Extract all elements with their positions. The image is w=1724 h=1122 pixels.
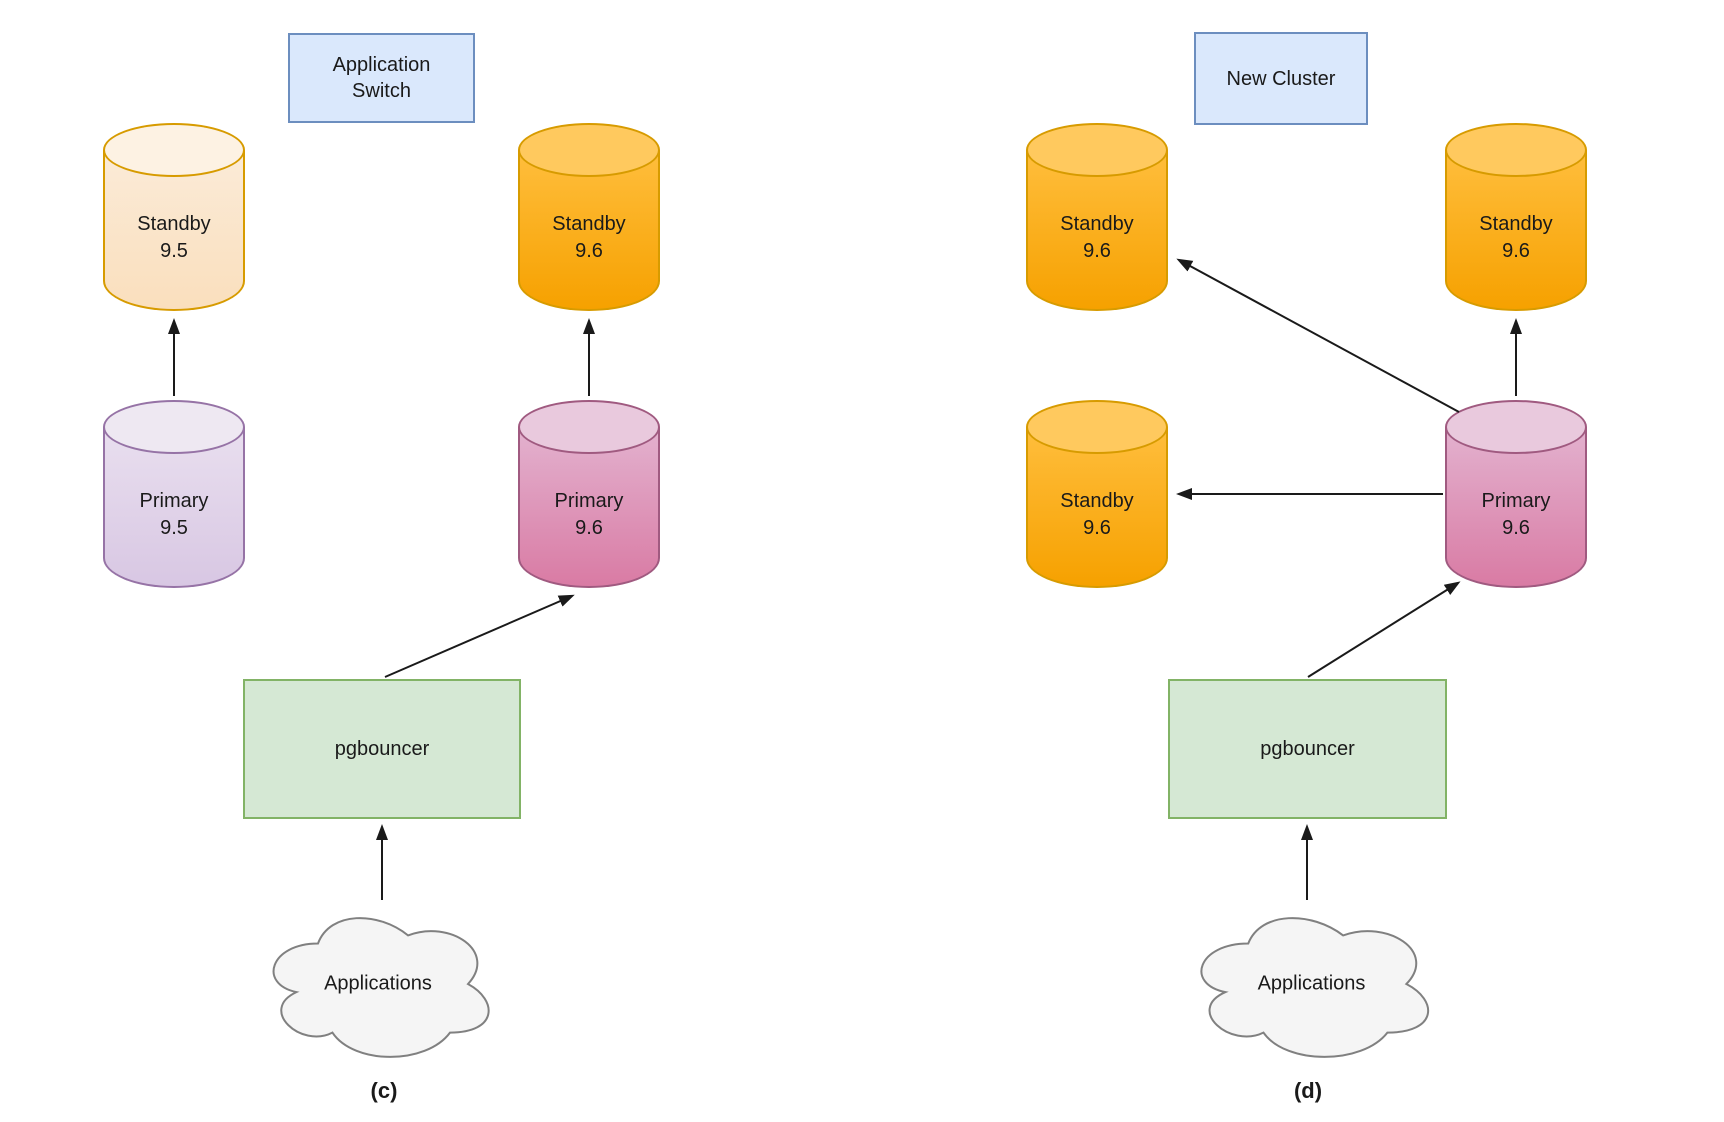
node-version: 9.5 bbox=[160, 517, 188, 539]
node-version: 9.6 bbox=[1083, 240, 1111, 262]
cylinder-standby-9.5: Standby 9.5 bbox=[103, 123, 245, 311]
edge-pgbouncer-to-primary96-new-cluster bbox=[1307, 581, 1461, 678]
node-version: 9.6 bbox=[575, 240, 603, 262]
cylinder-primary-9.6: Primary 9.6 bbox=[518, 400, 660, 588]
pgbouncer-label: pgbouncer bbox=[334, 738, 430, 760]
cylinder-top-ellipse bbox=[103, 123, 245, 177]
caption-d: (d) bbox=[1293, 1078, 1323, 1103]
node-role: Primary bbox=[139, 490, 209, 512]
cylinder-label: Standby 9.6 bbox=[1445, 211, 1587, 265]
pgbouncer-box: pgbouncer bbox=[243, 679, 521, 819]
applications-cloud-new-cluster: Applications bbox=[1185, 903, 1438, 1065]
cylinder-primary-9.5: Primary 9.5 bbox=[103, 400, 245, 588]
cylinder-label: Standby 9.5 bbox=[103, 211, 245, 265]
cylinder-top-ellipse bbox=[1026, 400, 1168, 454]
cylinder-top-ellipse bbox=[518, 400, 660, 454]
caption-c: (c) bbox=[370, 1078, 398, 1103]
node-role: Primary bbox=[554, 490, 624, 512]
cylinder-label: Standby 9.6 bbox=[1026, 211, 1168, 265]
node-role: Standby bbox=[137, 213, 211, 235]
cylinder-standby-9.6-top-right: Standby 9.6 bbox=[1445, 123, 1587, 311]
cylinder-body bbox=[1026, 427, 1168, 588]
pgbouncer-label: pgbouncer bbox=[1260, 738, 1355, 760]
cylinder-top-ellipse bbox=[518, 123, 660, 177]
node-version: 9.5 bbox=[160, 240, 188, 262]
cylinder-top-ellipse bbox=[103, 400, 245, 454]
cylinder-body bbox=[1445, 150, 1587, 311]
banner-new-cluster-label: New Cluster bbox=[1226, 67, 1336, 90]
node-role: Standby bbox=[1060, 490, 1134, 512]
cylinder-standby-9.6-mid-left: Standby 9.6 bbox=[1026, 400, 1168, 588]
cylinder-standby-9.6-top-left: Standby 9.6 bbox=[1026, 123, 1168, 311]
edge-primary96-to-standby-top-left bbox=[1176, 258, 1460, 413]
applications-cloud: Applications bbox=[258, 903, 498, 1065]
banner-new-cluster: New Cluster bbox=[1194, 32, 1368, 125]
cloud-icon bbox=[1185, 903, 1438, 1065]
node-version: 9.6 bbox=[1502, 517, 1530, 539]
cylinder-standby-9.6: Standby 9.6 bbox=[518, 123, 660, 311]
cylinder-primary-9.6-new-cluster: Primary 9.6 bbox=[1445, 400, 1587, 588]
node-role: Standby bbox=[552, 213, 626, 235]
cloud-icon bbox=[258, 903, 498, 1065]
node-role: Primary bbox=[1481, 490, 1551, 512]
edge-pgbouncer-to-primary96 bbox=[384, 594, 575, 678]
applications-label: Applications bbox=[1257, 972, 1366, 995]
cylinder-top-ellipse bbox=[1026, 123, 1168, 177]
cylinder-top-ellipse bbox=[1445, 400, 1587, 454]
cylinder-label: Standby 9.6 bbox=[1026, 488, 1168, 542]
cylinder-label: Standby 9.6 bbox=[518, 211, 660, 265]
node-role: Standby bbox=[1479, 213, 1553, 235]
node-version: 9.6 bbox=[575, 517, 603, 539]
banner-application-switch-label: Application Switch bbox=[332, 54, 431, 102]
cylinder-label: Primary 9.5 bbox=[103, 488, 245, 542]
cylinder-label: Primary 9.6 bbox=[1445, 488, 1587, 542]
node-role: Standby bbox=[1060, 213, 1134, 235]
node-version: 9.6 bbox=[1083, 517, 1111, 539]
node-version: 9.6 bbox=[1502, 240, 1530, 262]
cylinder-label: Primary 9.6 bbox=[518, 488, 660, 542]
pgbouncer-box-new-cluster: pgbouncer bbox=[1168, 679, 1447, 819]
cylinder-top-ellipse bbox=[1445, 123, 1587, 177]
banner-application-switch: Application Switch bbox=[288, 33, 475, 123]
applications-label: Applications bbox=[324, 972, 432, 995]
